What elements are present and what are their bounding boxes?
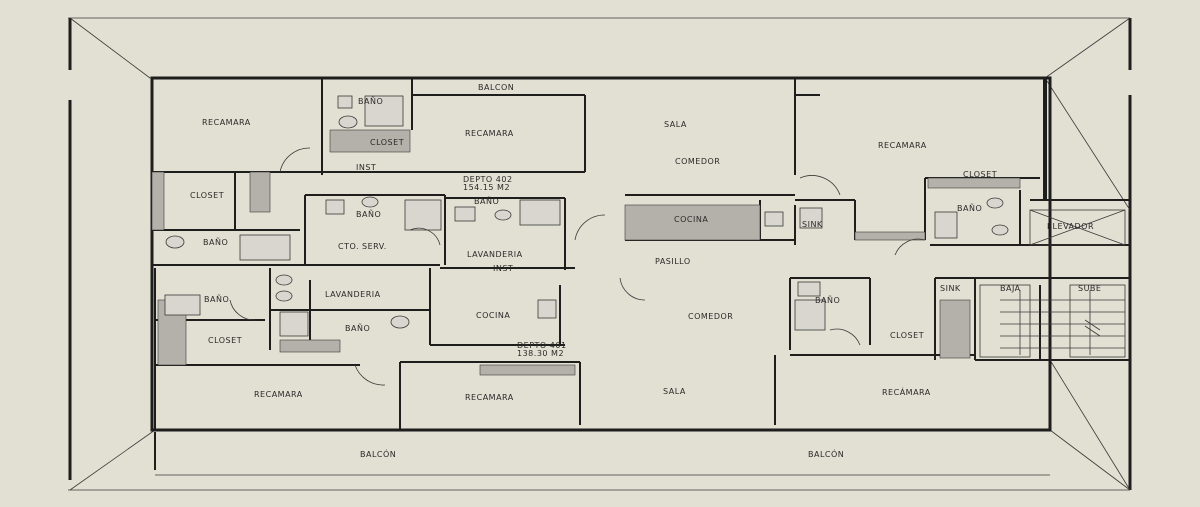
inst-top-label: INST xyxy=(356,163,376,172)
closet-top-center-label: CLOSET xyxy=(370,138,404,147)
depto-401-area: 138.30 M2 xyxy=(517,349,564,358)
stairs xyxy=(979,284,1126,358)
closet-right-bottom-label: CLOSET xyxy=(890,331,924,340)
recamara-bottom-center-label: RECAMARA xyxy=(465,393,514,402)
sube-label: SUBE xyxy=(1078,284,1101,293)
bano-serv-label: BAÑO xyxy=(356,209,381,219)
sink-top-label: SINK xyxy=(802,220,823,229)
bano-top-center-label: BAÑO xyxy=(358,96,383,106)
depto-402-area: 154.15 M2 xyxy=(463,183,510,192)
cocina-top-label: COCINA xyxy=(674,215,708,224)
depto-401-name: DEPTO 401 xyxy=(517,341,567,350)
inst-center-label: INST xyxy=(493,264,513,273)
lavanderia-top-label: LAVANDERIA xyxy=(467,250,523,259)
balcon-bottom-left-label: BALCÓN xyxy=(360,448,396,459)
recamara-top-center-label: RECAMARA xyxy=(465,129,514,138)
balcon-top-label: BALCON xyxy=(478,83,514,92)
outer-frame xyxy=(68,17,1132,491)
interior-walls-bottom xyxy=(154,268,1130,430)
closet-left-top-label: CLOSET xyxy=(190,191,224,200)
bano-left-top-label: BAÑO xyxy=(203,237,228,247)
balcon-bottom-right-label: BALCÓN xyxy=(808,448,844,459)
door-swings xyxy=(229,147,926,386)
recamara-top-left-label: RECAMARA xyxy=(202,118,251,127)
sala-top-label: SALA xyxy=(664,120,687,129)
closet-shelves xyxy=(151,129,1021,376)
closet-top-right-label: CLOSET xyxy=(963,170,997,179)
pasillo-label: PASILLO xyxy=(655,257,691,266)
comedor-top-label: COMEDOR xyxy=(675,157,720,166)
bano-left-bottom-label: BAÑO xyxy=(204,294,229,304)
bano-center-bottom-label: BAÑO xyxy=(345,323,370,333)
elevador-label: ELEVADOR xyxy=(1047,222,1094,231)
sala-bottom-label: SALA xyxy=(663,387,686,396)
exterior-walls xyxy=(150,76,1052,470)
closet-left-bottom-label: CLOSET xyxy=(208,336,242,345)
comedor-bottom-label: COMEDOR xyxy=(688,312,733,321)
cto-serv-label: CTO. SERV. xyxy=(338,242,387,251)
cocina-bottom-label: COCINA xyxy=(476,311,510,320)
bano-right-bottom-label: BAÑO xyxy=(815,295,840,305)
baja-label: BAJA xyxy=(1000,284,1021,293)
depto-402-name: DEPTO 402 xyxy=(463,175,513,184)
elevator-shaft xyxy=(1029,209,1126,246)
bathroom-fixtures xyxy=(164,95,1009,337)
lavanderia-bottom-label: LAVANDERIA xyxy=(325,290,381,299)
recamara-top-right-label: RECAMARA xyxy=(878,141,927,150)
recamara-bottom-left-label: RECAMARA xyxy=(254,390,303,399)
sink-bottom-label: SINK xyxy=(940,284,961,293)
recamara-bottom-right-label: RECÁMARA xyxy=(882,386,931,397)
bano-right-top-label: BAÑO xyxy=(957,203,982,213)
bano-center-top-label: BAÑO xyxy=(474,196,499,206)
